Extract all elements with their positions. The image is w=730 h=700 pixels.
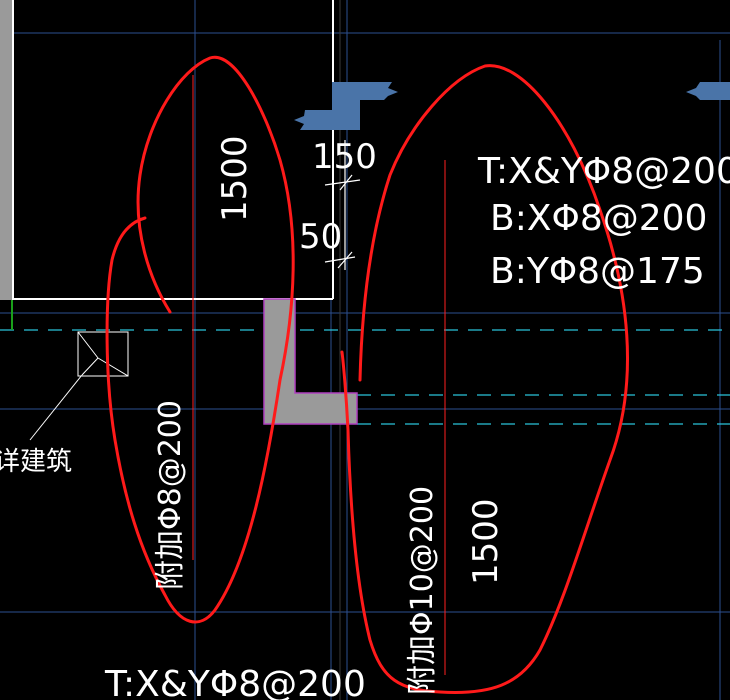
- leader-box: [77, 331, 129, 377]
- steel-profile-right: [686, 82, 730, 100]
- dim-50: 50: [299, 217, 342, 257]
- dim-right-1500: 1500: [466, 498, 506, 585]
- dim-tick-4: [337, 251, 353, 269]
- leader-diag-1: [77, 331, 99, 359]
- leader-line: [29, 374, 83, 441]
- extra-rebar-left-label: 附加Φ8@200: [153, 400, 188, 590]
- dim-tick-3: [324, 256, 356, 263]
- bottom-note: T:X&YΦ8@200: [104, 664, 366, 700]
- slab-note-line3: B:YΦ8@175: [490, 251, 705, 292]
- leader-diag-2: [97, 357, 129, 377]
- dimension-ticks: [324, 140, 361, 270]
- red-markup-left: [105, 55, 295, 624]
- leader-label: 详建筑: [0, 447, 72, 477]
- dim-tick-2: [339, 174, 353, 191]
- steel-profile-left: [294, 82, 398, 130]
- wall-gray-strip: [0, 0, 12, 300]
- rebar-lines: [192, 75, 446, 675]
- dim-150: 150: [312, 137, 377, 177]
- extra-rebar-right-label: 附加Φ10@200: [405, 486, 440, 695]
- slab-note-line2: B:XΦ8@200: [490, 198, 707, 239]
- dim-tick-1: [324, 179, 361, 186]
- cyan-dashed-lines: [0, 329, 730, 425]
- slab-note-line1: T:X&YΦ8@200: [477, 151, 730, 192]
- leader-diag-3: [81, 357, 99, 376]
- leader-symbol: [29, 331, 129, 441]
- red-markup-right: [340, 64, 630, 694]
- dim-left-1500: 1500: [215, 135, 255, 222]
